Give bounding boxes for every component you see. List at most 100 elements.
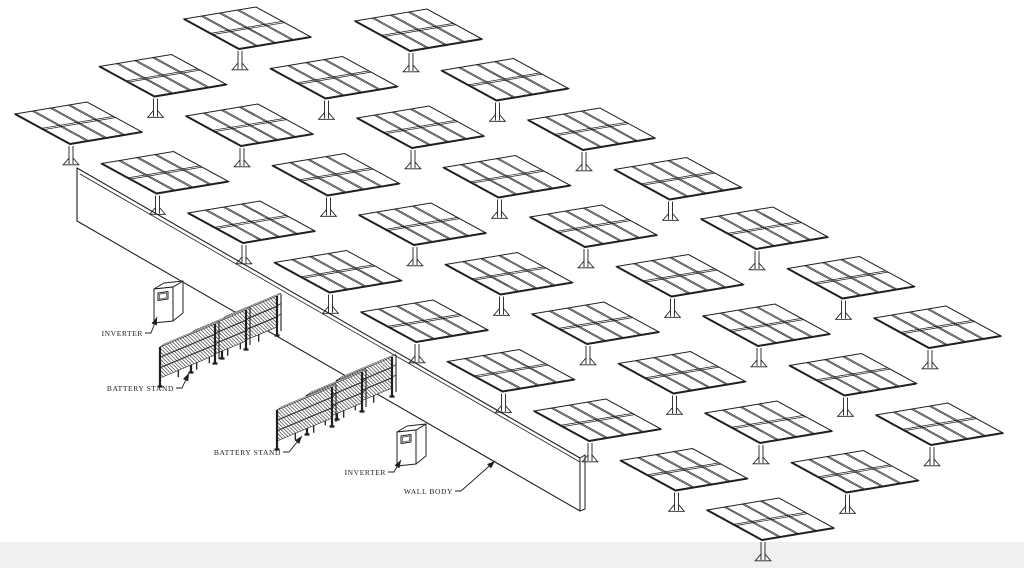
panel-front-edge [270, 67, 398, 100]
panel-cell-grid [721, 403, 816, 441]
panel-post [837, 397, 854, 417]
panel-surface [699, 206, 830, 250]
panel-front-edge [616, 265, 744, 298]
solar-panel-table [703, 400, 834, 465]
panel-cell-grid [723, 500, 818, 538]
panel-cell-grid [460, 158, 554, 195]
panel-post [579, 346, 597, 366]
battery-stand-group-1 [157, 292, 282, 388]
panel-surface [186, 200, 317, 244]
panel-front-edge [272, 164, 400, 197]
panel-surface [701, 303, 832, 347]
panel-surface [99, 150, 231, 195]
solar-panel-table [184, 103, 315, 168]
panel-cell-grid [202, 106, 297, 144]
solar-panel-table [616, 350, 748, 415]
panel-cell-grid [373, 108, 468, 146]
panel-front-edge [614, 168, 742, 201]
annotation-inverter-2: INVERTER [345, 459, 402, 477]
solar-panel-table [785, 255, 917, 320]
panel-front-edge [187, 212, 316, 244]
panel-surface [528, 204, 659, 248]
panel-front-edge [354, 20, 483, 52]
annotation-wall-body: WALL BODY [404, 460, 496, 496]
panel-post [839, 494, 856, 514]
annotation-inverter-1: INVERTER [102, 316, 158, 338]
panel-front-edge [875, 414, 1004, 446]
panel-front-edge [443, 166, 571, 199]
panel-surface [97, 53, 229, 98]
panel-post [406, 247, 424, 267]
solar-panel-table [268, 55, 400, 120]
panel-cell-grid [637, 451, 731, 488]
panel-surface [272, 249, 404, 294]
solar-panel-table [272, 249, 404, 314]
solar-panel-table [618, 447, 750, 512]
inverter-cabinet [396, 423, 427, 467]
battery-rack [274, 383, 337, 451]
solar-panel-table [182, 6, 313, 71]
panel-surface [184, 103, 315, 147]
solar-panel-table [614, 253, 746, 318]
panel-post [408, 344, 426, 364]
panel-surface [353, 8, 484, 52]
panel-post [662, 201, 679, 221]
battery-stand-group-2 [274, 353, 397, 451]
panel-front-edge [527, 119, 656, 151]
annotation-label: INVERTER [102, 329, 143, 338]
panel-surface [445, 348, 577, 393]
panel-front-edge [706, 509, 835, 541]
panel-surface [874, 402, 1005, 446]
inverter-cabinet [153, 280, 184, 324]
panel-cell-grid [719, 306, 814, 344]
wall-front-face [76, 167, 581, 512]
panel-surface [526, 107, 657, 151]
solar-panel-table [789, 449, 921, 514]
panel-post [231, 51, 249, 71]
solar-panel-table [443, 251, 575, 316]
panel-post [318, 100, 335, 120]
panel-post [664, 298, 681, 318]
solar-panel-table [186, 200, 317, 265]
panel-cell-grid [804, 259, 898, 296]
panel-post [320, 197, 337, 217]
panel-cell-grid [291, 253, 385, 290]
battery-rack [157, 320, 220, 388]
solar-panel-table [355, 105, 486, 170]
panel-post [62, 146, 80, 166]
solar-panel-table [13, 101, 144, 166]
panel-front-edge [183, 18, 312, 50]
panel-surface [703, 400, 834, 444]
panel-post [748, 251, 766, 271]
panel-cell-grid [287, 59, 381, 96]
panel-cell-grid [890, 308, 985, 346]
panel-front-edge [358, 214, 487, 246]
solar-panel-table [612, 156, 744, 221]
panel-front-edge [14, 113, 143, 145]
solar-panel-table [701, 303, 832, 368]
wall-body [76, 167, 586, 512]
solar-panel-table [532, 398, 663, 463]
panel-surface [530, 301, 661, 345]
panel-post [235, 245, 253, 265]
panel-cell-grid [458, 61, 552, 98]
solar-panel-table [528, 204, 659, 269]
panel-cell-grid [808, 453, 902, 490]
panel-surface [618, 447, 750, 492]
panel-post [754, 542, 772, 562]
panel-cell-grid [717, 209, 812, 247]
solar-panel-table [357, 202, 488, 267]
solar-panel-table [787, 352, 919, 417]
panel-surface [612, 156, 744, 201]
solar-panel-table [439, 57, 571, 122]
rack-end-posts [157, 324, 218, 388]
panel-post [489, 102, 506, 122]
panel-surface [357, 202, 488, 246]
panel-cell-grid [204, 203, 299, 241]
panel-surface [439, 57, 571, 102]
inverter-display-inner [402, 435, 410, 443]
solar-panel-table [97, 53, 229, 118]
annotation-label: INVERTER [345, 468, 386, 477]
